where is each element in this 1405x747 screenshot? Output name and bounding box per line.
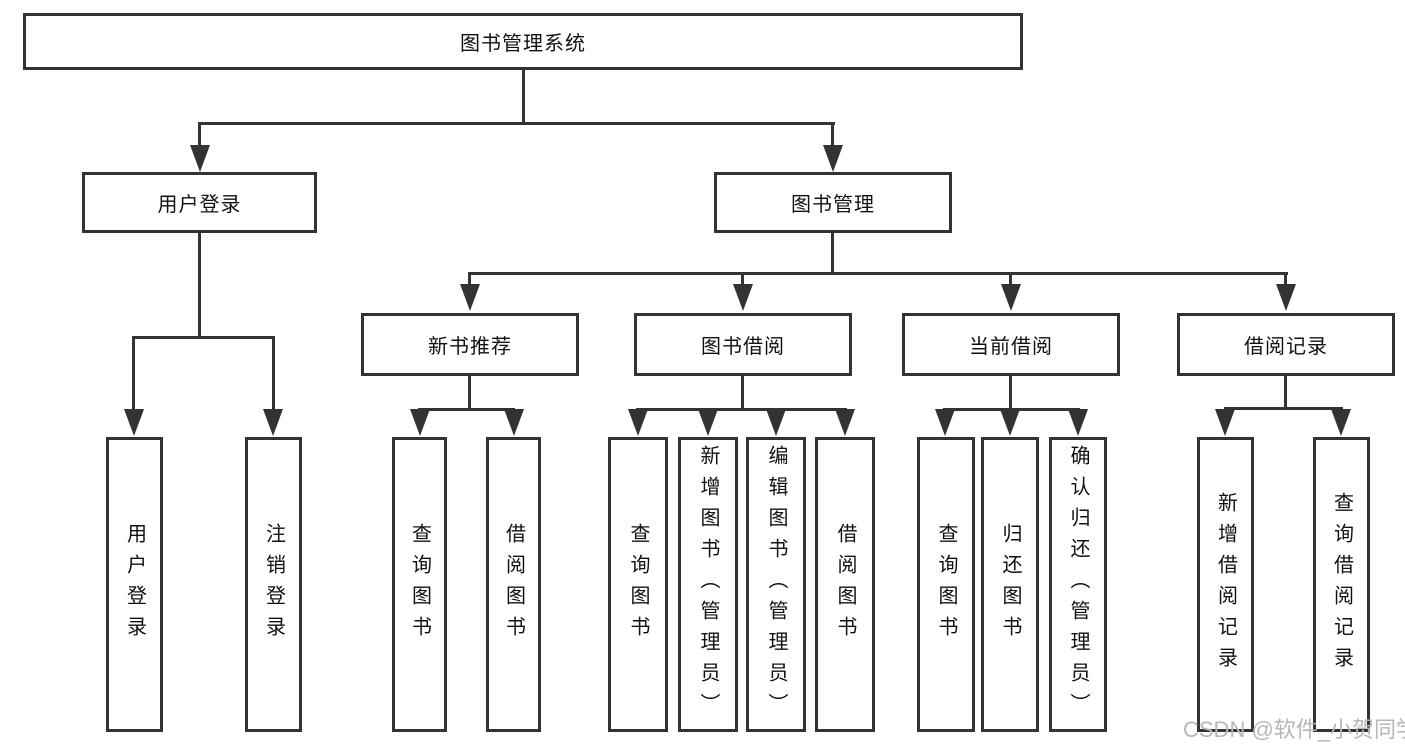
node-root: 图书管理系统	[23, 13, 1023, 70]
arrowhead-groupC-confirm-return	[1068, 409, 1088, 436]
node-current-borrow: 当前借阅	[902, 313, 1120, 376]
node-user-login: 用户登录	[82, 172, 317, 233]
node-leaf-user-login-label: 用户登录	[123, 522, 146, 647]
connector-root-stub	[522, 70, 525, 125]
arrowhead-groupB-borrow-book	[835, 409, 855, 436]
arrowhead-groupB-edit-book	[766, 409, 786, 436]
arrowhead-groupC-return-book	[1000, 409, 1020, 436]
node-leaf-bb-borrow-book: 借阅图书	[815, 437, 875, 732]
node-book-borrow-label: 图书借阅	[701, 336, 785, 358]
arrowhead-groupD-query-record	[1331, 409, 1351, 436]
node-leaf-cb-query-book: 查询图书	[917, 437, 975, 732]
node-leaf-cb-confirm-return: 确认归还（管理员）	[1049, 437, 1107, 732]
connector-groupA-hline	[418, 408, 515, 411]
arrowhead-leaf-user-login	[124, 409, 144, 436]
arrowhead-groupC-query-book	[935, 409, 955, 436]
arrowhead-book-mgmt	[823, 145, 843, 172]
node-leaf-logout-label: 注销登录	[262, 522, 285, 647]
connector-groupD-hline	[1224, 407, 1343, 410]
connector-borrow-records-drop	[1284, 272, 1287, 286]
node-book-management: 图书管理	[714, 172, 952, 233]
node-leaf-br-query-record: 查询借阅记录	[1313, 437, 1370, 732]
node-leaf-bb-edit-book-label: 编辑图书（管理员）	[765, 445, 787, 724]
connector-user-login-drop	[198, 122, 201, 147]
node-leaf-cb-return-book-label: 归还图书	[999, 522, 1021, 647]
node-leaf-bb-borrow-book-label: 借阅图书	[834, 522, 856, 647]
connector-current-borrow-drop	[1009, 272, 1012, 286]
connector-groupB-stub	[741, 376, 744, 408]
arrowhead-groupA-query-book	[410, 409, 430, 436]
node-borrow-records: 借阅记录	[1177, 313, 1395, 376]
node-leaf-bb-query-book-label: 查询图书	[627, 522, 649, 647]
node-leaf-rec-borrow-book: 借阅图书	[486, 437, 541, 732]
node-leaf-user-login: 用户登录	[106, 437, 163, 732]
node-leaf-bb-edit-book: 编辑图书（管理员）	[746, 437, 806, 732]
node-leaf-cb-confirm-return-label: 确认归还（管理员）	[1067, 445, 1089, 724]
node-new-book-recommend: 新书推荐	[361, 313, 579, 376]
node-leaf-bb-query-book: 查询图书	[608, 437, 668, 732]
node-leaf-cb-query-book-label: 查询图书	[935, 522, 957, 647]
node-root-label: 图书管理系统	[460, 33, 586, 55]
connector-book-mgmt-drop	[831, 122, 834, 147]
connector-groupB-hline	[636, 408, 847, 411]
node-leaf-rec-borrow-book-label: 借阅图书	[502, 522, 525, 647]
connector-groupD-stub	[1284, 376, 1287, 407]
connector-level2-hline	[198, 122, 835, 125]
connector-user-login-hline	[132, 336, 275, 339]
arrowhead-borrow-records	[1276, 284, 1296, 311]
connector-book-borrow-drop	[741, 272, 744, 286]
connector-leaf-logout-drop	[272, 336, 275, 411]
arrowhead-groupB-add-book	[698, 409, 718, 436]
node-leaf-br-query-record-label: 查询借阅记录	[1330, 491, 1353, 678]
arrowhead-user-login	[190, 145, 210, 172]
connector-book-mgmt-stub	[831, 233, 834, 272]
connector-leaf-user-login-drop	[132, 336, 135, 411]
arrowhead-groupA-borrow-book	[504, 409, 524, 436]
arrowhead-groupB-query-book	[628, 409, 648, 436]
node-leaf-br-add-record: 新增借阅记录	[1197, 437, 1254, 732]
node-leaf-logout: 注销登录	[245, 437, 302, 732]
node-book-management-label: 图书管理	[791, 194, 875, 216]
csdn-watermark: CSDN @软件_小贺同学	[1183, 717, 1405, 742]
arrowhead-new-book	[460, 284, 480, 311]
arrowhead-book-borrow	[733, 284, 753, 311]
node-leaf-bb-add-book: 新增图书（管理员）	[678, 437, 738, 732]
connector-new-book-drop	[468, 272, 471, 286]
node-new-book-recommend-label: 新书推荐	[428, 336, 512, 358]
node-user-login-label: 用户登录	[157, 194, 242, 216]
node-leaf-bb-add-book-label: 新增图书（管理员）	[697, 445, 719, 724]
connector-user-login-stub	[198, 233, 201, 336]
connector-groupA-stub	[468, 376, 471, 408]
node-leaf-cb-return-book: 归还图书	[981, 437, 1039, 732]
node-book-borrow: 图书借阅	[634, 313, 852, 376]
arrowhead-current-borrow	[1001, 284, 1021, 311]
node-leaf-rec-query-book: 查询图书	[392, 437, 447, 732]
node-leaf-br-add-record-label: 新增借阅记录	[1214, 491, 1237, 678]
node-current-borrow-label: 当前借阅	[969, 336, 1053, 358]
arrowhead-leaf-logout	[263, 409, 283, 436]
connector-groupC-stub	[1009, 376, 1012, 408]
node-borrow-records-label: 借阅记录	[1244, 336, 1328, 358]
node-leaf-rec-query-book-label: 查询图书	[408, 522, 431, 647]
connector-level3-hline	[468, 272, 1288, 275]
arrowhead-groupD-add-record	[1215, 409, 1235, 436]
